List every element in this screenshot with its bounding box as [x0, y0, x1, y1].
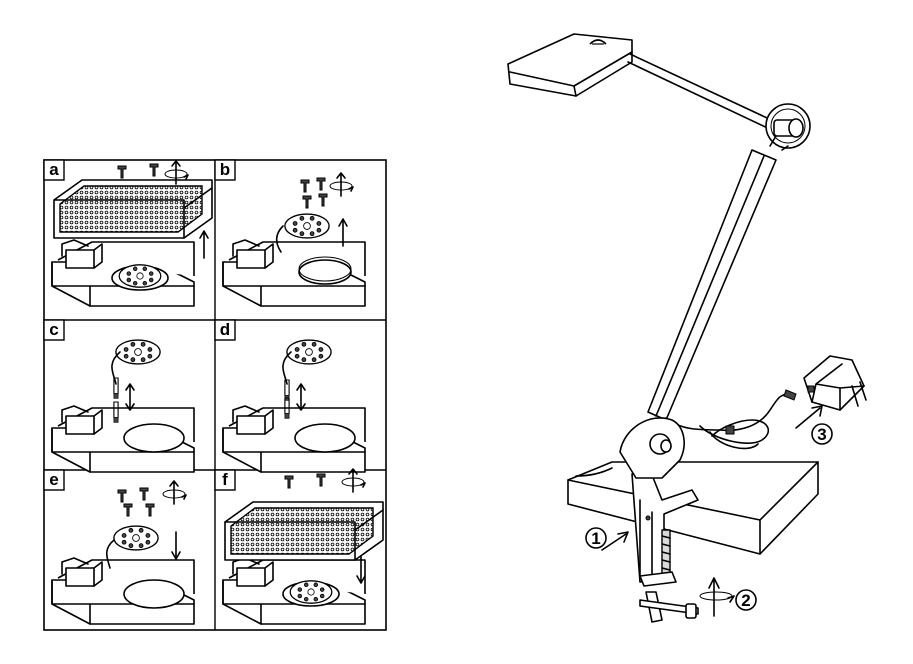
step-3-number: 3: [817, 425, 826, 444]
panel-a: a: [43, 159, 213, 307]
panel-b: b: [214, 159, 366, 307]
panel-f: f: [214, 468, 384, 625]
elbow-hinge: [765, 103, 811, 151]
panel-b-letter: b: [220, 160, 230, 179]
lamp-head: [507, 33, 633, 97]
panel-d-letter: d: [220, 320, 230, 339]
panel-e-letter: e: [49, 470, 58, 489]
step-3-marker: 3: [795, 405, 833, 445]
table-top: [567, 461, 819, 555]
step-1-number: 1: [591, 529, 600, 548]
power-cable: [665, 393, 791, 432]
power-adapter: [803, 355, 867, 411]
panel-c-letter: c: [49, 320, 58, 339]
panel-c: c: [43, 319, 195, 473]
panel-f-letter: f: [222, 470, 228, 489]
base-joint: [575, 417, 685, 479]
table-clamp: [631, 469, 699, 623]
upper-arm: [627, 53, 781, 133]
step-2-number: 2: [741, 591, 750, 610]
main-arm: [647, 149, 777, 421]
step-1-marker: 1: [585, 527, 629, 551]
step-2-marker: 2: [699, 577, 757, 617]
lamp-illustration: 1 2 3: [507, 33, 867, 623]
panel-d: d: [214, 319, 366, 473]
panel-a-letter: a: [49, 160, 59, 179]
panel-e: e: [43, 469, 195, 625]
